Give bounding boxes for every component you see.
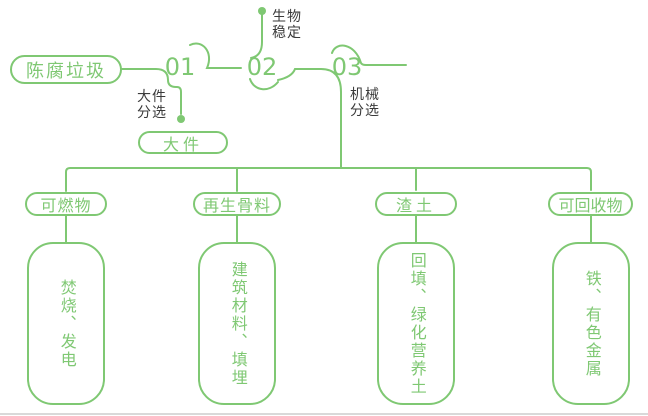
bio-junction-dot	[258, 7, 266, 15]
step03-arc-tail	[331, 44, 407, 66]
bulky-sorting-label-line1: 大件	[137, 88, 167, 104]
bio-stabilization-label: 生物 稳定	[272, 8, 302, 40]
pill-box-connectors	[65, 214, 592, 243]
bulky-output-pill: 大件	[138, 131, 228, 154]
category-pill-slag-soil: 渣土	[375, 192, 457, 216]
bulky-sorting-label-line2: 分选	[137, 104, 167, 120]
category-pill-recycled-aggregate: 再生骨料	[193, 192, 281, 216]
step01-arc-line	[189, 42, 242, 69]
bulky-sorting-label: 大件 分选	[137, 88, 167, 120]
outcome-text-recyclables: 铁、有色金属	[582, 269, 600, 378]
step02-to-branch-line	[277, 68, 342, 169]
outcome-text-combustible: 焚烧、发电	[57, 278, 75, 369]
source-to-step01-line	[121, 68, 182, 115]
outcome-box-slag-soil: 回填、绿化营养土	[377, 242, 455, 405]
bio-stabilization-label-line2: 稳定	[272, 24, 302, 40]
outcome-box-recycled-aggregate: 建筑材料、填埋	[198, 242, 276, 405]
bio-drop-line	[250, 14, 263, 59]
mechanical-sorting-label: 机械 分选	[350, 86, 380, 118]
category-pill-combustible: 可燃物	[25, 192, 107, 216]
branch-spine	[65, 167, 592, 192]
source-node-pill: 陈腐垃圾	[10, 55, 122, 84]
step-number-03: 03	[331, 53, 363, 81]
bottom-divider	[0, 413, 648, 415]
mechanical-sorting-label-line1: 机械	[350, 86, 380, 102]
category-pill-recyclables: 可回收物	[548, 192, 633, 216]
step-number-01: 01	[164, 53, 196, 81]
outcome-box-recyclables: 铁、有色金属	[552, 242, 630, 405]
step-number-02: 02	[246, 53, 278, 81]
branch-mid-drops	[236, 167, 417, 192]
mechanical-sorting-label-line2: 分选	[350, 102, 380, 118]
outcome-text-slag-soil: 回填、绿化营养土	[407, 251, 425, 396]
bio-stabilization-label-line1: 生物	[272, 8, 302, 24]
outcome-box-combustible: 焚烧、发电	[27, 242, 105, 405]
bulky-junction-dot	[177, 115, 185, 123]
outcome-text-recycled-aggregate: 建筑材料、填埋	[228, 260, 246, 387]
step02-under-arc	[249, 78, 279, 91]
